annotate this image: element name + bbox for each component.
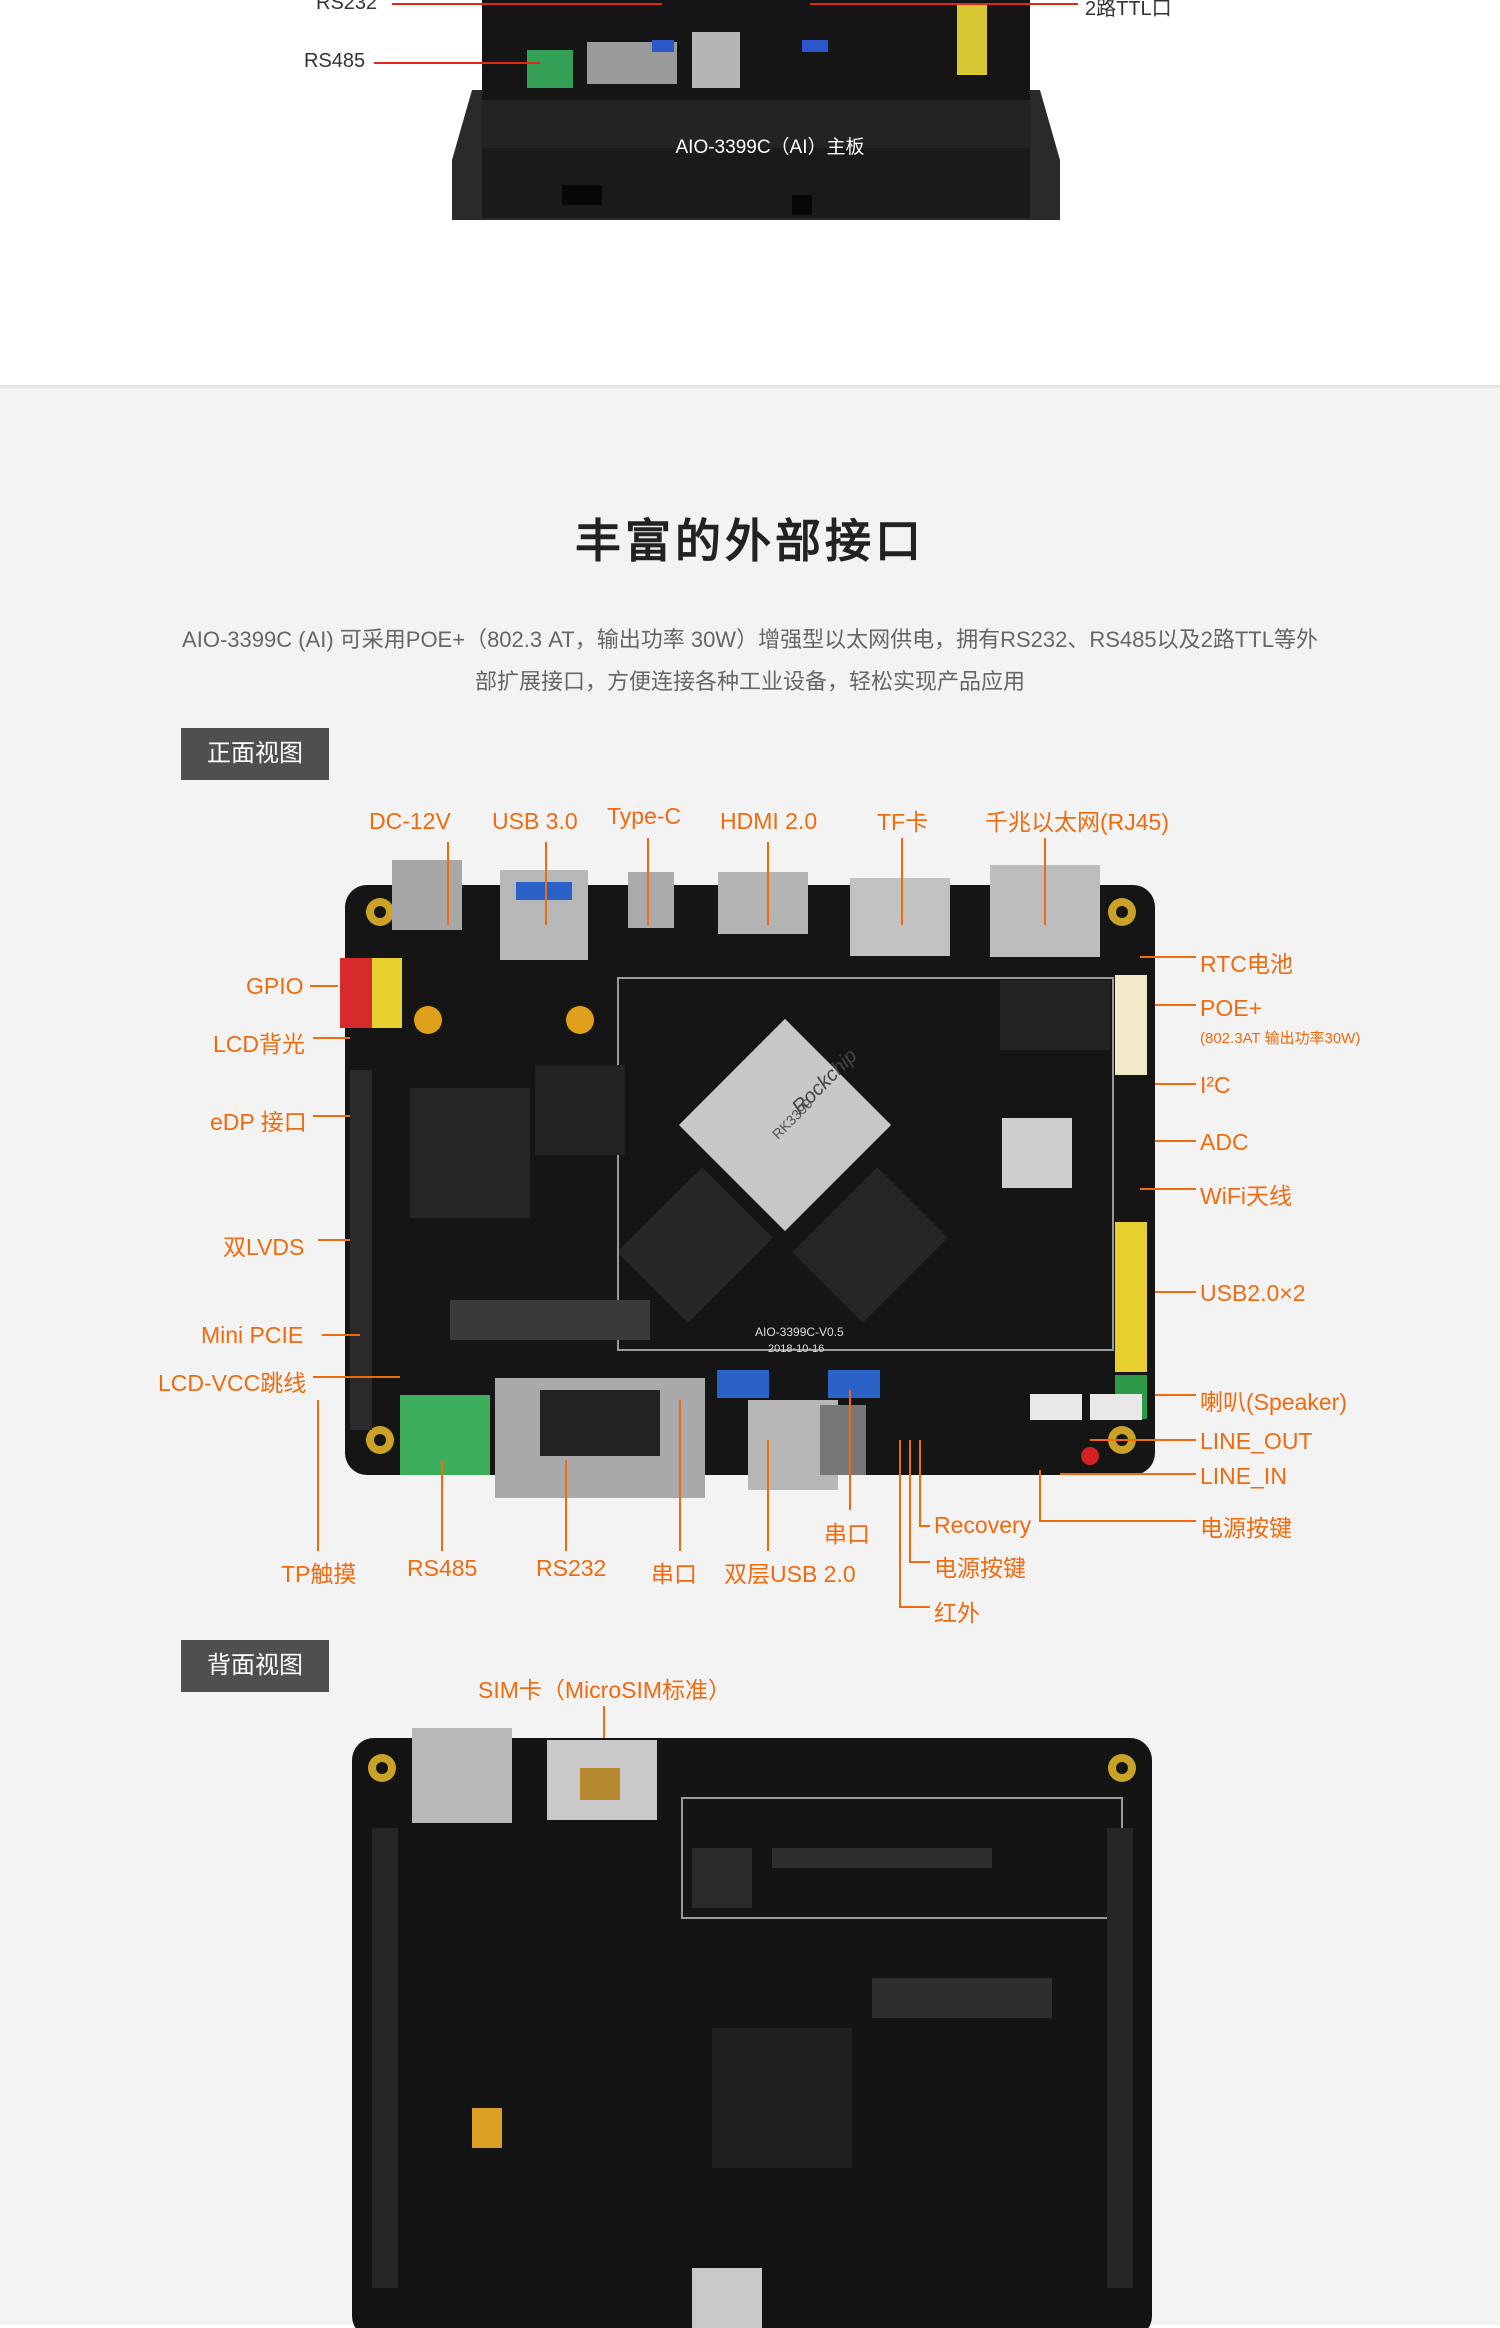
label-power-button-right: 电源按键	[1200, 1515, 1292, 1541]
label-power-button: 电源按键	[934, 1555, 1026, 1581]
back-board-photo	[352, 1728, 1152, 2328]
section-description-line2: 部扩展接口，方便连接各种工业设备，轻松实现产品应用	[474, 669, 1025, 694]
label-line-out: LINE_OUT	[1200, 1428, 1313, 1454]
label-line-in: LINE_IN	[1200, 1463, 1287, 1489]
label-rtc: RTC电池	[1200, 951, 1293, 977]
label-hdmi: HDMI 2.0	[720, 808, 818, 834]
label-usb30: USB 3.0	[492, 808, 578, 834]
back-view-tag: 背面视图	[181, 1640, 329, 1692]
label-tf: TF卡	[877, 809, 929, 835]
label-speaker: 喇叭(Speaker)	[1200, 1389, 1347, 1415]
label-lvds: 双LVDS	[223, 1234, 305, 1260]
label-serial-b: 串口	[824, 1521, 870, 1547]
label-rs232-top: RS232	[316, 0, 378, 14]
label-rs485-top: RS485	[304, 50, 366, 72]
label-tp: TP触摸	[281, 1561, 357, 1587]
leader-line	[374, 62, 540, 64]
board-date: 2018-10-16	[768, 1343, 824, 1355]
leader-line	[392, 3, 662, 5]
label-edp: eDP 接口	[210, 1109, 307, 1135]
label-usb2x2: USB2.0×2	[1200, 1280, 1306, 1306]
label-rs485: RS485	[407, 1555, 478, 1581]
label-typec: Type-C	[607, 803, 682, 829]
label-rs232: RS232	[536, 1555, 607, 1581]
label-lcdvcc: LCD-VCC跳线	[158, 1370, 307, 1396]
label-lcd-backlight: LCD背光	[213, 1031, 306, 1057]
label-serial-a: 串口	[651, 1561, 697, 1587]
label-i2c: I²C	[1200, 1072, 1231, 1098]
label-recovery: Recovery	[934, 1512, 1032, 1538]
board-id: AIO-3399C-V0.5	[755, 1325, 844, 1339]
label-dc12v: DC-12V	[369, 808, 451, 834]
label-adc: ADC	[1200, 1129, 1249, 1155]
label-ttl-top: 2路TTL口	[1085, 0, 1172, 20]
case-label: AIO-3399C（AI）主板	[675, 137, 865, 158]
section-description-line1: AIO-3399C (AI) 可采用POE+（802.3 AT，输出功率 30W…	[182, 627, 1318, 652]
front-board-photo: Rockchip RK3399 AIO-3399C-V0.5 2018-10-1…	[340, 860, 1155, 1498]
section-title: 丰富的外部接口	[575, 515, 925, 567]
label-ir: 红外	[934, 1600, 980, 1626]
leader-line	[810, 3, 1078, 5]
label-poe: POE+	[1200, 995, 1263, 1021]
case-photo	[452, 0, 1060, 220]
front-view-tag: 正面视图	[181, 728, 329, 780]
label-sim: SIM卡（MicroSIM标准）	[478, 1677, 731, 1703]
label-gpio: GPIO	[246, 973, 304, 999]
label-minipcie: Mini PCIE	[201, 1322, 304, 1348]
label-wifi: WiFi天线	[1200, 1183, 1292, 1209]
label-rj45: 千兆以太网(RJ45)	[985, 809, 1170, 835]
label-poe-note: (802.3AT 输出功率30W)	[1200, 1030, 1361, 1047]
label-usb2-dual: 双层USB 2.0	[724, 1561, 856, 1587]
